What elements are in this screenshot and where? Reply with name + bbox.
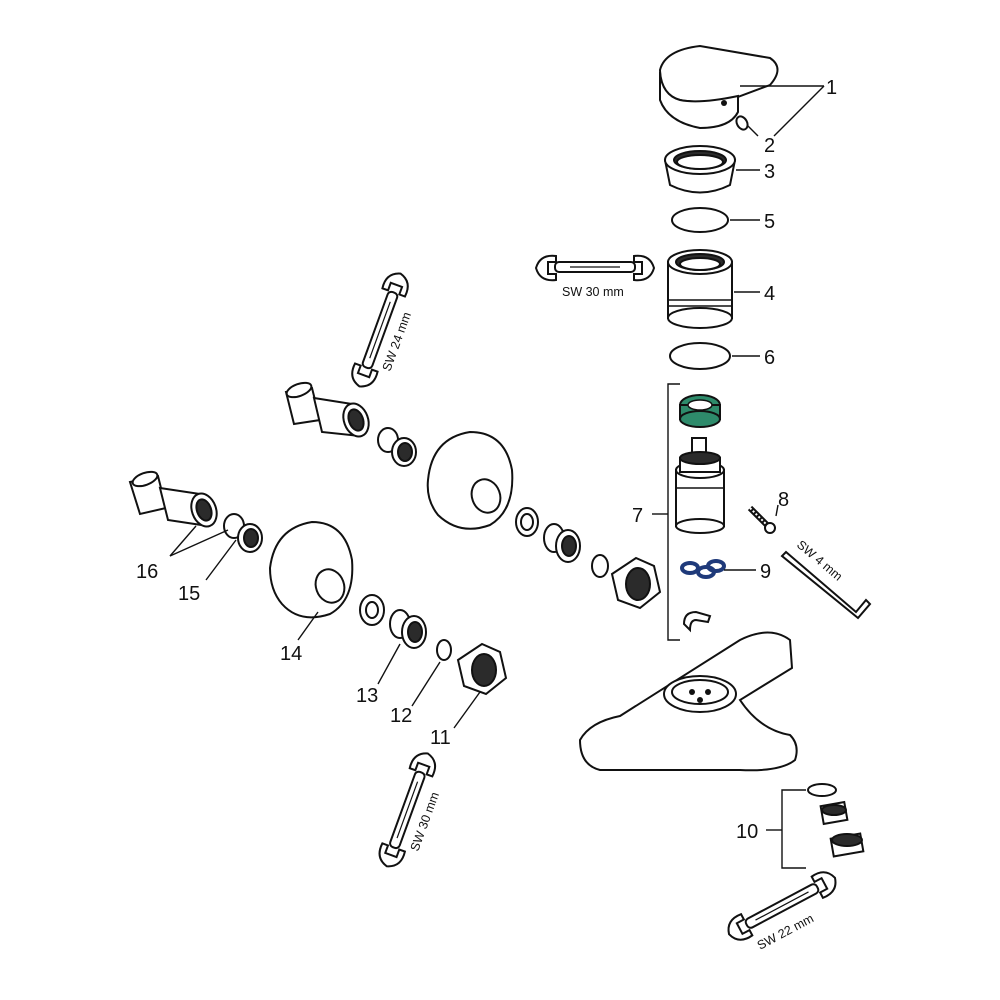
label-2: 2 <box>764 135 775 157</box>
part-3-cover-cap <box>663 145 737 194</box>
lower-connector-assembly <box>128 470 508 696</box>
part-labels: 1 2 3 5 4 6 7 8 9 10 11 12 13 14 15 16 <box>136 77 837 843</box>
label-1: 1 <box>826 77 837 99</box>
label-4: 4 <box>764 283 775 305</box>
part-6-o-ring <box>669 342 731 370</box>
label-16: 16 <box>136 561 158 583</box>
label-3: 3 <box>764 161 775 183</box>
mixer-body <box>578 631 798 772</box>
label-15: 15 <box>178 583 200 605</box>
part-7-bracket <box>667 383 680 641</box>
label-11: 11 <box>430 727 451 749</box>
label-5: 5 <box>764 211 775 233</box>
wrench-upper-left-icon <box>351 272 409 388</box>
label-12: 12 <box>390 705 412 727</box>
label-13: 13 <box>356 685 378 707</box>
part-8-screw <box>747 505 776 534</box>
wrench-bottom-right-icon <box>727 871 837 941</box>
part-9-o-rings <box>680 559 726 579</box>
allen-key-icon: SW 4 mm <box>780 538 872 620</box>
allen-key-label: SW 4 mm <box>794 538 845 584</box>
upper-connector-assembly <box>284 381 662 610</box>
leader-lines <box>169 85 825 729</box>
part-10-bracket <box>781 789 806 869</box>
label-7: 7 <box>632 505 643 527</box>
label-9: 9 <box>760 561 771 583</box>
part-2-set-screw <box>735 115 749 131</box>
part-4-nut <box>667 249 733 329</box>
wrench-bottom-left-icon <box>378 752 437 868</box>
part-10-aerator <box>807 783 865 858</box>
part-1-lever-handle <box>658 44 779 130</box>
label-6: 6 <box>764 347 775 369</box>
part-7-cartridge <box>675 394 725 633</box>
label-14: 14 <box>280 643 302 665</box>
label-10: 10 <box>736 821 758 843</box>
part-5-ring <box>671 207 729 233</box>
label-8: 8 <box>778 489 789 511</box>
wrench-top-icon: SW 30 mm <box>534 254 656 299</box>
wrench-top-label: SW 30 mm <box>562 285 624 299</box>
